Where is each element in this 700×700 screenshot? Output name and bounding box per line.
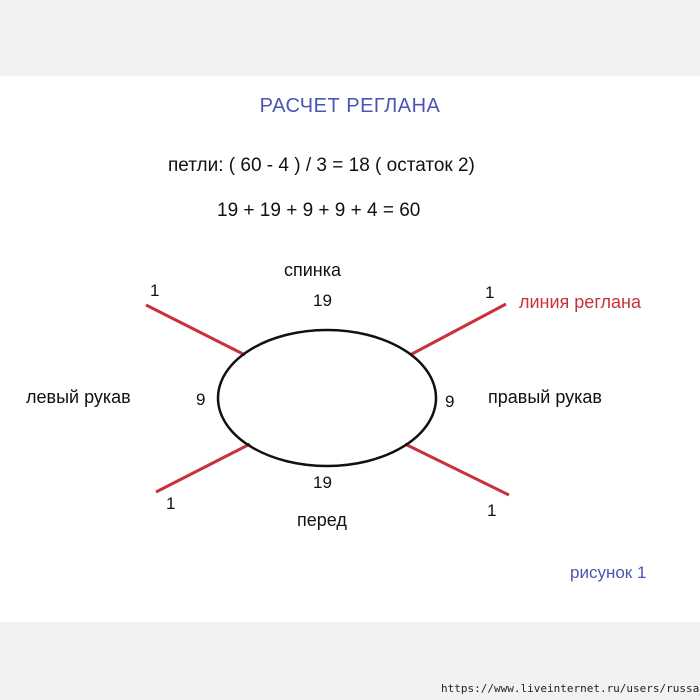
stitch-formula: петли: ( 60 - 4 ) / 3 = 18 ( остаток 2) bbox=[168, 155, 475, 176]
bottom-gray-band bbox=[0, 622, 700, 700]
figure-caption: рисунок 1 bbox=[570, 563, 647, 582]
raglan-line-top-left bbox=[145, 303, 246, 357]
back-stitch-count: 19 bbox=[313, 291, 332, 310]
stitch-sum: 19 + 19 + 9 + 9 + 4 = 60 bbox=[217, 200, 421, 221]
top-gray-band bbox=[0, 0, 700, 76]
raglan-stitch-bottom-right: 1 bbox=[487, 501, 497, 520]
raglan-stitch-top-left: 1 bbox=[150, 281, 160, 300]
back-label: спинка bbox=[284, 260, 342, 280]
watermark-url: https://www.liveinternet.ru/users/russa_… bbox=[441, 682, 700, 695]
left-sleeve-label: левый рукав bbox=[26, 387, 131, 407]
raglan-line-top-right bbox=[409, 302, 507, 357]
raglan-stitch-top-right: 1 bbox=[485, 283, 495, 302]
raglan-line-label: линия реглана bbox=[519, 292, 641, 312]
raglan-line-bottom-left bbox=[155, 442, 251, 494]
raglan-line-bottom-right bbox=[404, 442, 510, 497]
front-stitch-count: 19 bbox=[313, 473, 332, 492]
right-sleeve-label: правый рукав bbox=[488, 387, 602, 407]
neckline-ellipse bbox=[216, 328, 438, 468]
left-sleeve-stitch-count: 9 bbox=[196, 390, 206, 409]
right-sleeve-stitch-count: 9 bbox=[445, 392, 455, 411]
raglan-stitch-bottom-left: 1 bbox=[166, 494, 176, 513]
diagram-title: РАСЧЕТ РЕГЛАНА bbox=[259, 95, 441, 117]
front-label: перед bbox=[297, 510, 347, 530]
